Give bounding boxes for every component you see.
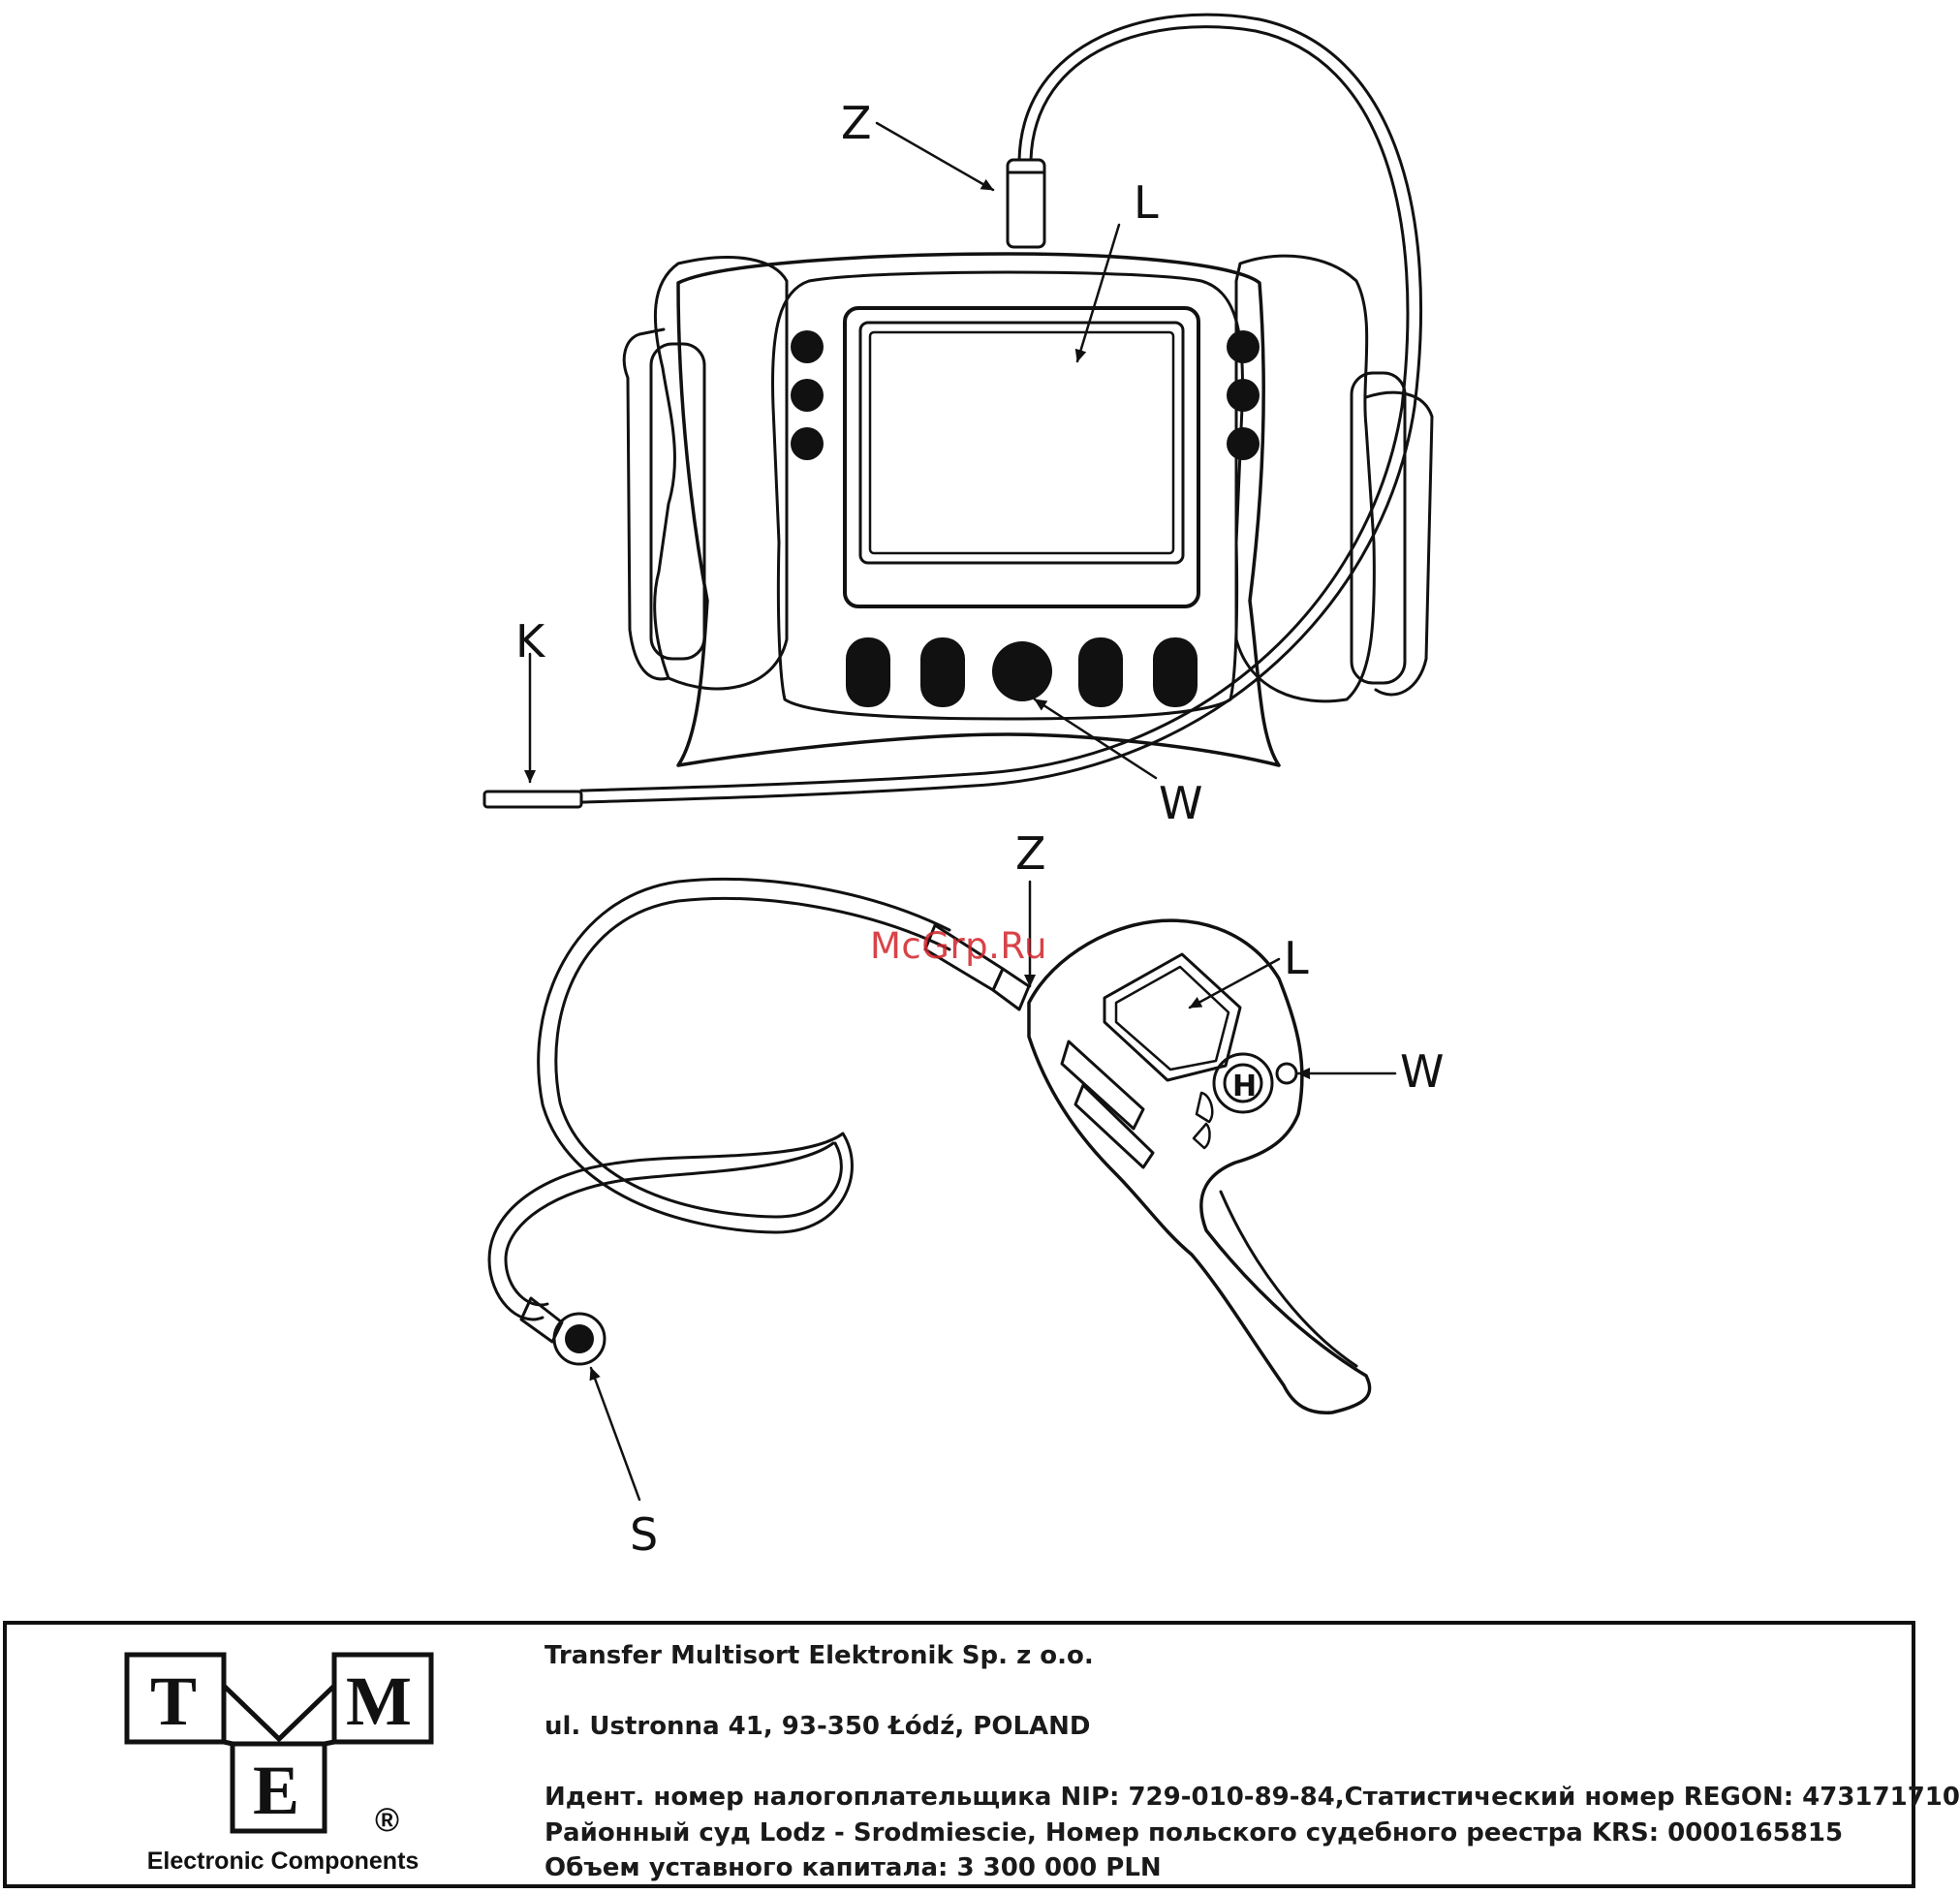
tax-id-line: Идент. номер налогоплательщика NIP: 729-…: [544, 1783, 1960, 1812]
svg-text:®: ®: [375, 1802, 399, 1839]
company-name: Transfer Multisort Elektronik Sp. z o.o.: [544, 1641, 1094, 1670]
court-registry-line: Районный суд Lodz - Srodmiescie, Номер п…: [544, 1818, 1844, 1847]
callout-l-top: L: [1134, 176, 1159, 229]
company-address: ul. Ustronna 41, 93-350 Łódź, POLAND: [544, 1712, 1091, 1741]
svg-text:M: M: [346, 1662, 412, 1740]
bottom-callout-arrows: [589, 880, 1397, 1502]
svg-text:E: E: [253, 1752, 299, 1829]
svg-text:T: T: [150, 1662, 197, 1740]
callout-w-top: W: [1159, 777, 1202, 829]
tme-logo: T M E ®: [124, 1652, 434, 1839]
callout-w-bottom: W: [1400, 1045, 1444, 1098]
logo-caption: Electronic Components: [146, 1847, 420, 1875]
share-capital-line: Объем уставного капитала: 3 300 000 PLN: [544, 1853, 1162, 1882]
callout-s: S: [630, 1508, 658, 1561]
handheld-unit: H: [487, 877, 1372, 1414]
device-illustration: Z L K W H Z L: [482, 13, 1444, 1561]
svg-text:H: H: [1232, 1070, 1257, 1103]
callout-z-top: Z: [841, 97, 872, 149]
top-callout-arrows: [524, 121, 1158, 784]
watermark: McGrp.Ru: [870, 925, 1047, 967]
monitor-unit: [482, 13, 1434, 809]
callout-k: K: [515, 615, 546, 668]
callout-l-bottom: L: [1284, 932, 1309, 984]
callout-z-bottom: Z: [1015, 827, 1046, 880]
company-footer: T M E ® Electronic Components Transfer M…: [3, 1621, 1960, 1888]
